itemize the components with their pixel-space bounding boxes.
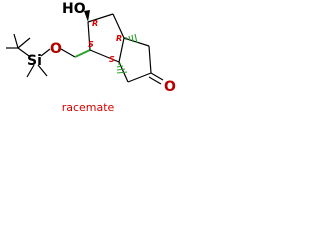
wedge-bond-c1-to-hydroxyl bbox=[84, 10, 90, 22]
hashed-bond-c4-to-h bbox=[116, 63, 128, 74]
bond-ketone-line-1 bbox=[150, 72, 164, 81]
bond-c6-c7 bbox=[148, 45, 152, 74]
stereo-descriptor-c-bridgehead-top: R bbox=[116, 34, 122, 43]
bond-ketone-line-2 bbox=[148, 76, 162, 85]
bond-c2-c3 bbox=[112, 13, 125, 39]
bond-c4-c5 bbox=[89, 49, 120, 63]
bond-silicon-to-methyl-right bbox=[37, 64, 48, 77]
ketone-double-bond bbox=[148, 72, 164, 85]
racemate-note: racemate bbox=[62, 101, 115, 114]
stereo-descriptor-c-hydroxyl: R bbox=[92, 19, 98, 28]
bond-c3-c4 bbox=[118, 37, 125, 63]
bond-c1-c2 bbox=[87, 13, 114, 23]
silicon-substituents bbox=[26, 48, 76, 78]
molecule-structure: HO O Si O R S R S racemate bbox=[6, 1, 176, 114]
hashed-bond-c3-to-h bbox=[125, 33, 138, 44]
bond-silicon-to-methyl-down bbox=[26, 64, 35, 78]
bond-oxygen-to-ch2 bbox=[60, 48, 76, 58]
silicon-label: Si bbox=[27, 53, 42, 69]
bond-tbu-quaternary-to-methyl-right bbox=[17, 37, 31, 49]
stereo-descriptor-c-silyloxymethyl: S bbox=[88, 40, 94, 49]
bond-tbu-quaternary-to-methyl-top bbox=[13, 33, 19, 49]
bond-silicon-to-oxygen bbox=[40, 48, 51, 57]
bond-tbu-to-silicon bbox=[17, 47, 30, 57]
bond-c7-c8 bbox=[127, 72, 152, 83]
hydroxyl-label: HO bbox=[62, 1, 86, 17]
bond-c5-c1 bbox=[87, 21, 91, 51]
ketone-oxygen-label: O bbox=[164, 79, 176, 95]
tert-butyl-group bbox=[6, 33, 31, 57]
stereo-descriptor-c-bridgehead-bottom: S bbox=[109, 55, 115, 64]
ether-oxygen-label: O bbox=[50, 41, 62, 57]
bond-ch2-to-ring bbox=[74, 49, 91, 58]
